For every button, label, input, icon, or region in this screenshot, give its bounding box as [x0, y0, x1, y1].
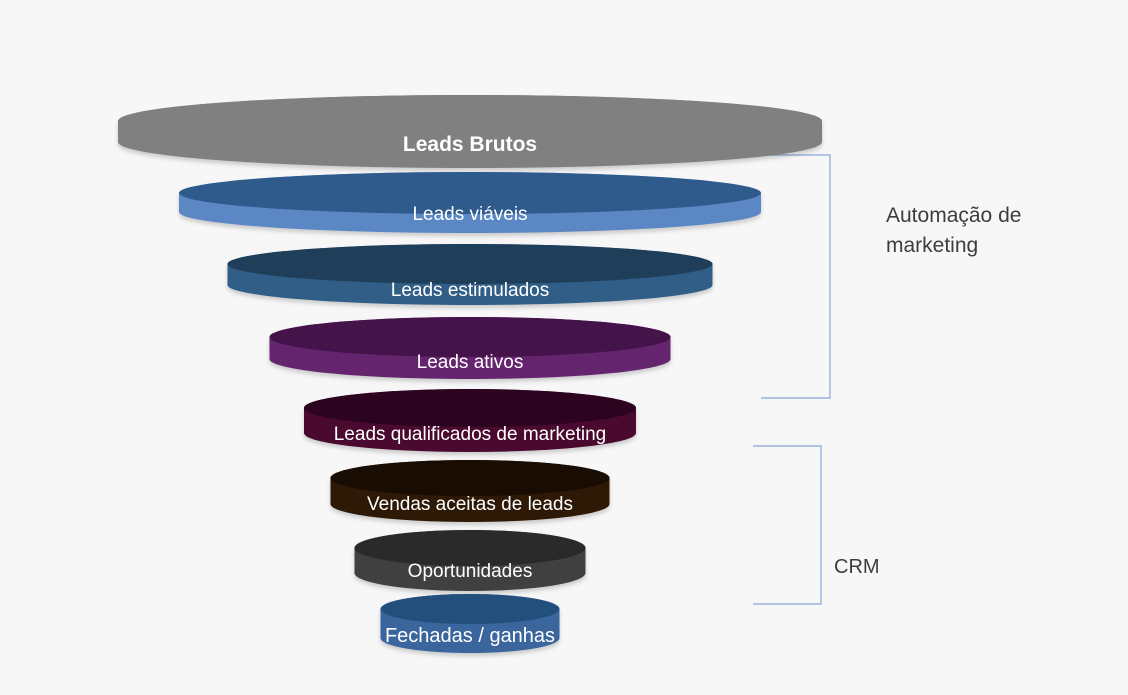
crm-bracket-label: CRM [834, 556, 880, 578]
funnel-level-label-2: Leads viáveis [412, 204, 528, 225]
funnel-level-label-3: Leads estimulados [390, 280, 550, 301]
funnel-level-rim [354, 530, 586, 566]
funnel-level-rim [269, 317, 671, 357]
crm-bracket [753, 445, 822, 605]
funnel-level-rim [380, 594, 560, 624]
automacao-bracket-label: Automação de marketing [886, 204, 1022, 257]
funnel-level-4 [269, 317, 671, 379]
funnel-level-6 [330, 460, 610, 522]
funnel-level-rim [330, 460, 610, 496]
funnel-level-rim [118, 95, 822, 147]
funnel-level-label-1: Leads Brutos [402, 133, 538, 156]
funnel-level-label-5: Leads qualificados de marketing [333, 424, 607, 445]
funnel-level-2 [179, 172, 761, 233]
funnel-level-1 [118, 95, 822, 168]
funnel-level-label-7: Oportunidades [407, 561, 533, 582]
funnel-level-label-8: Fechadas / ganhas [384, 625, 556, 647]
funnel-level-rim [227, 244, 713, 284]
funnel-level-rim [179, 172, 761, 214]
funnel-level-8 [380, 594, 560, 654]
funnel-level-5 [304, 389, 636, 452]
automacao-bracket [760, 154, 831, 399]
funnel-level-label-6: Vendas aceitas de leads [367, 494, 573, 515]
funnel-level-label-4: Leads ativos [416, 352, 524, 373]
funnel-level-3 [227, 244, 713, 305]
funnel-level-rim [304, 389, 636, 427]
funnel-level-7 [354, 530, 586, 591]
